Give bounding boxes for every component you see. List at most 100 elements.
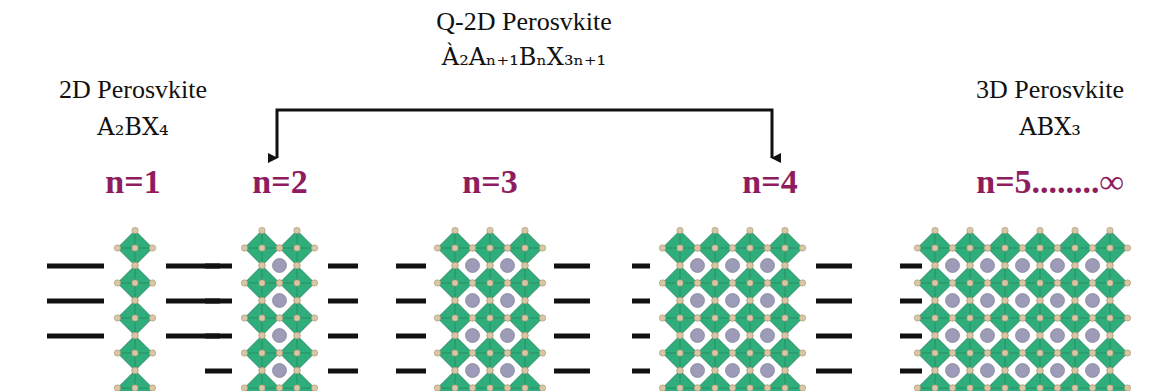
halide-atom xyxy=(729,315,735,321)
octahedron-edge xyxy=(245,266,280,301)
halide-atom xyxy=(522,297,528,303)
halide-atom xyxy=(1054,280,1060,286)
octahedron xyxy=(953,301,988,336)
octahedron xyxy=(438,266,473,301)
halide-atom xyxy=(1019,315,1025,321)
halide-atom xyxy=(949,350,955,356)
halide-atom xyxy=(1089,280,1095,286)
spacer-layer xyxy=(328,264,358,269)
halide-atom xyxy=(712,245,718,251)
octahedron-edge xyxy=(245,336,280,371)
halide-atom xyxy=(452,280,458,286)
spacer-layer xyxy=(554,334,590,339)
halide-atom xyxy=(1019,385,1025,391)
a-site-cation xyxy=(981,329,995,343)
octahedron-edge xyxy=(1058,301,1093,336)
halide-atom xyxy=(967,315,973,321)
halide-atom xyxy=(1037,262,1043,268)
halide-atom xyxy=(747,367,753,373)
halide-atom xyxy=(659,280,665,286)
halide-atom xyxy=(949,315,955,321)
halide-atom xyxy=(712,227,718,233)
halide-atom xyxy=(782,367,788,373)
octahedron-edge xyxy=(953,301,988,336)
octahedron xyxy=(953,231,988,266)
halide-atom xyxy=(1002,332,1008,338)
halide-atom xyxy=(747,297,753,303)
halide-atom xyxy=(539,315,545,321)
halide-atom xyxy=(1089,280,1095,286)
halide-atom xyxy=(914,385,920,391)
octahedron xyxy=(988,266,1023,301)
halide-atom xyxy=(967,280,973,286)
octahedron xyxy=(118,266,153,301)
octahedron-edge xyxy=(1093,231,1128,266)
a-site-cation xyxy=(501,364,515,378)
spacer-layer xyxy=(900,334,922,339)
a-site-cation xyxy=(273,329,287,343)
halide-atom xyxy=(276,315,282,321)
halide-atom xyxy=(782,332,788,338)
halide-atom xyxy=(504,350,510,356)
a-site-cation xyxy=(946,329,960,343)
octahedron xyxy=(280,301,315,336)
halide-atom xyxy=(259,297,265,303)
halide-atom xyxy=(712,315,718,321)
a-site-cation xyxy=(981,259,995,273)
halide-atom xyxy=(677,332,683,338)
octahedron xyxy=(1023,266,1058,301)
halide-atom xyxy=(1072,262,1078,268)
halide-atom xyxy=(747,315,753,321)
halide-atom xyxy=(522,350,528,356)
halide-atom xyxy=(1054,245,1060,251)
halide-atom xyxy=(522,332,528,338)
octahedron-edge xyxy=(245,301,280,336)
octahedron xyxy=(1058,336,1093,371)
halide-atom xyxy=(452,227,458,233)
halide-atom xyxy=(487,350,493,356)
halide-atom xyxy=(487,315,493,321)
halide-atom xyxy=(677,262,683,268)
halide-atom xyxy=(747,262,753,268)
octahedron-edge xyxy=(1058,336,1093,371)
halide-atom xyxy=(1072,280,1078,286)
a-site-cation xyxy=(761,364,775,378)
halide-atom xyxy=(984,280,990,286)
spacer-layer xyxy=(205,299,232,304)
halide-atom xyxy=(1054,280,1060,286)
spacer-layer xyxy=(816,334,852,339)
halide-atom xyxy=(1037,315,1043,321)
halide-atom xyxy=(967,350,973,356)
octahedron-edge xyxy=(733,231,768,266)
halide-atom xyxy=(1124,350,1130,356)
octahedron-edge xyxy=(280,231,315,266)
halide-atom xyxy=(1037,297,1043,303)
spacer-layer xyxy=(816,369,852,374)
octahedron xyxy=(280,336,315,371)
halide-atom xyxy=(434,315,440,321)
halide-atom xyxy=(259,297,265,303)
halide-atom xyxy=(1089,245,1095,251)
octahedron-edge xyxy=(768,231,803,266)
halide-atom xyxy=(799,245,805,251)
halide-atom xyxy=(967,297,973,303)
halide-atom xyxy=(149,350,155,356)
octahedron xyxy=(663,336,698,371)
halide-atom xyxy=(782,367,788,373)
halide-atom xyxy=(1002,262,1008,268)
halide-atom xyxy=(241,350,247,356)
halide-atom xyxy=(747,367,753,373)
layer-number: n=1 xyxy=(105,163,160,200)
octahedron-edge xyxy=(280,336,315,371)
halide-atom xyxy=(712,367,718,373)
octahedron-edge xyxy=(438,231,473,266)
octahedron-edge xyxy=(768,266,803,301)
a-site-cation xyxy=(1016,259,1030,273)
halide-atom xyxy=(452,350,458,356)
halide-atom xyxy=(1054,385,1060,391)
halide-atom xyxy=(294,385,300,391)
octahedron xyxy=(733,266,768,301)
octahedron-edge xyxy=(1023,336,1058,371)
halide-atom xyxy=(764,280,770,286)
octahedron-edge xyxy=(953,336,988,371)
